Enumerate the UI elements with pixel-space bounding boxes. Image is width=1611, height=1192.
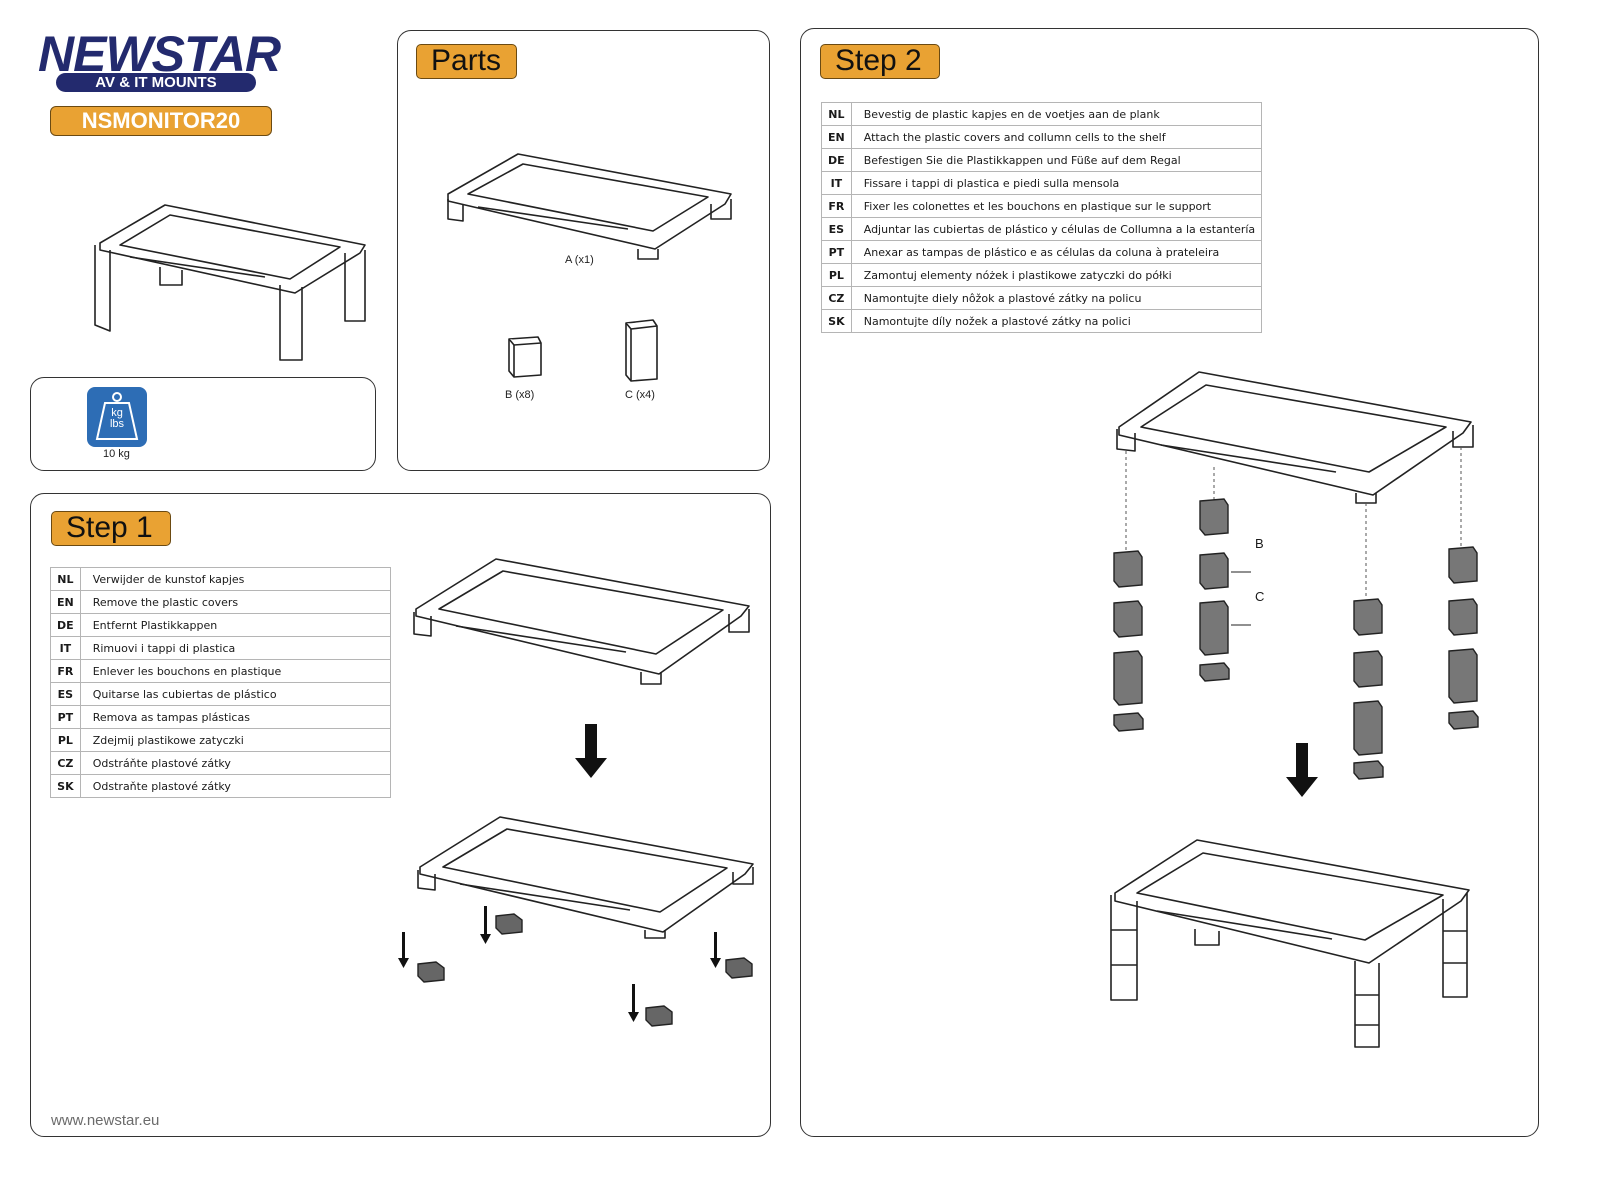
step1-removed-covers [398,906,753,1027]
language-code: IT [821,171,852,195]
icon-unit-lbs: lbs [109,418,125,430]
language-code: EN [821,125,852,149]
capacity-panel: kg lbs 10 kg [30,377,376,471]
instruction-text: Anexar as tampas de plástico e as célula… [850,240,1263,264]
language-code: ES [50,682,81,706]
language-code: DE [821,148,852,172]
step1-shelf-covers-removed [417,816,754,939]
language-code: SK [50,774,81,798]
language-code: EN [50,590,81,614]
part-b-cell-illustration [508,336,542,378]
callout-c: C [1255,589,1265,604]
part-a-label: A (x1) [565,254,594,266]
instruction-text: Fissare i tappi di plastica e piedi sull… [850,171,1263,195]
part-c-label: C (x4) [625,389,655,401]
instruction-text: Verwijder de kunstof kapjes [79,567,392,591]
callout-b: B [1255,536,1264,551]
down-arrow-icon [1286,743,1318,797]
language-code: PT [50,705,81,729]
instruction-text: Adjuntar las cubiertas de plástico y cél… [850,217,1263,241]
capacity-weight: 10 kg [103,448,130,460]
instruction-text: Remova as tampas plásticas [79,705,392,729]
instruction-text: Remove the plastic covers [79,590,392,614]
instruction-text: Attach the plastic covers and collumn ce… [850,125,1263,149]
instruction-text: Namontujte diely nôžok a plastové zátky … [850,286,1263,310]
product-illustration [94,204,366,361]
language-code: CZ [821,286,852,310]
language-code: PT [821,240,852,264]
language-code: NL [821,102,852,126]
instruction-text: Odstráňte plastové zátky [79,751,392,775]
icon-unit-kg: kg [111,407,123,419]
step1-title: Step 1 [51,511,171,546]
instruction-text: Odstraňte plastové zátky [79,774,392,798]
instruction-text: Zdejmij plastikowe zatyczki [79,728,392,752]
step1-shelf-with-covers [413,558,750,685]
language-code: PL [821,263,852,287]
down-arrow-icon [575,724,607,778]
instruction-text: Bevestig de plastic kapjes en de voetjes… [850,102,1263,126]
instruction-text: Zamontuj elementy nóżek i plastikowe zat… [850,263,1263,287]
language-code: DE [50,613,81,637]
parts-panel: Parts A (x1) B (x8) C (x4) [397,30,770,471]
part-c-column-illustration [625,319,658,382]
parts-title: Parts [416,44,517,79]
step2-title: Step 2 [820,44,940,79]
instruction-text: Fixer les colonettes et les bouchons en … [850,194,1263,218]
logo-word: NEWSTAR [38,26,281,82]
language-code: IT [50,636,81,660]
language-code: NL [50,567,81,591]
language-code: PL [50,728,81,752]
footer-url: www.newstar.eu [51,1112,160,1129]
instruction-text: Befestigen Sie die Plastikkappen und Füß… [850,148,1263,172]
language-code: FR [821,194,852,218]
step2-assembled-stand [1110,839,1470,1048]
instruction-text: Namontujte díly nožek a plastové zátky n… [850,309,1263,333]
language-code: FR [50,659,81,683]
brand-logo: NEWSTAR AV & IT MOUNTS [38,26,288,92]
step2-exploded-assembly [1113,371,1479,780]
instruction-text: Entfernt Plastikkappen [79,613,392,637]
weight-icon: kg lbs [87,387,147,447]
instruction-text: Rimuovi i tappi di plastica [79,636,392,660]
language-code: CZ [50,751,81,775]
logo-sub: AV & IT MOUNTS [56,73,256,92]
instruction-text: Enlever les bouchons en plastique [79,659,392,683]
part-a-shelf-illustration [447,153,732,260]
instruction-text: Quitarse las cubiertas de plástico [79,682,392,706]
model-badge: NSMONITOR20 [50,106,272,136]
language-code: ES [821,217,852,241]
language-code: SK [821,309,852,333]
part-b-label: B (x8) [505,389,535,401]
